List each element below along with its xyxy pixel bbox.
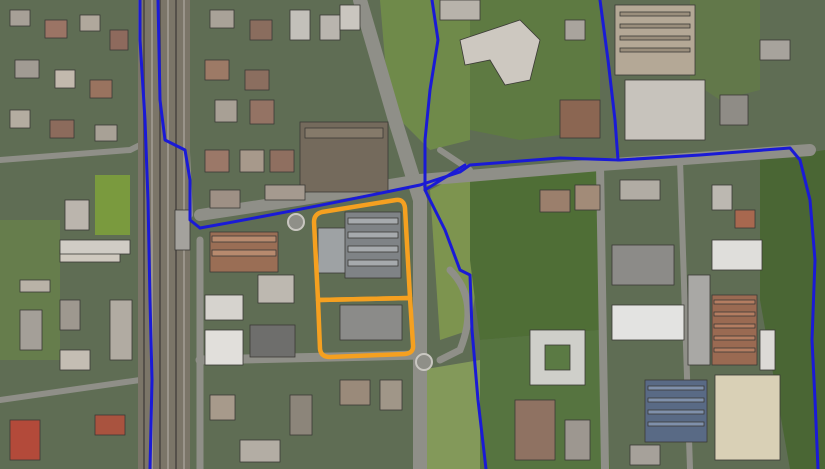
site-parcel-south — [315, 295, 416, 360]
route-line-center-branch — [423, 163, 467, 192]
route-line-west — [138, 0, 154, 469]
route-line-rail-north — [156, 0, 202, 230]
route-line-main — [198, 146, 820, 469]
route-line-center-north — [423, 0, 488, 469]
buildings — [9, 0, 791, 466]
route-lines — [138, 0, 820, 469]
site-outline — [311, 197, 416, 360]
route-line-east-north — [598, 0, 620, 162]
roundabouts — [287, 213, 433, 371]
